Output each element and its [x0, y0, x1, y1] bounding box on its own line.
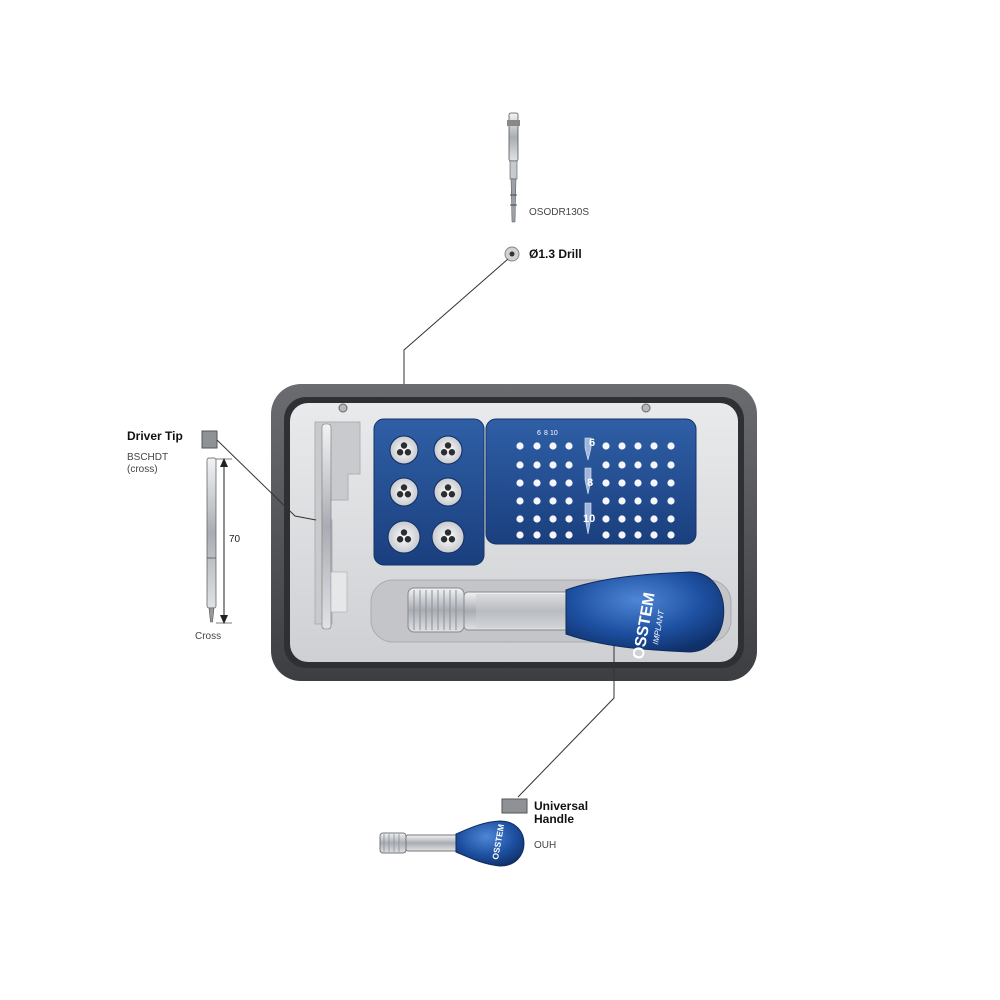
pin-hole-grid — [516, 442, 675, 539]
driver-tip-leader-line — [216, 439, 317, 521]
pin-hole — [650, 479, 658, 487]
pin-hole — [549, 515, 557, 523]
pin-hole — [667, 461, 675, 469]
driver-tip-title: Driver Tip — [127, 429, 183, 443]
pin-hole — [634, 531, 642, 539]
drill-socket — [389, 477, 419, 507]
pin-hole — [634, 497, 642, 505]
pin-hole — [650, 515, 658, 523]
pin-hole — [565, 442, 573, 450]
pin-hole — [667, 515, 675, 523]
column-mark-10: 10 — [550, 430, 558, 437]
pin-hole — [516, 497, 524, 505]
pin-hole — [650, 442, 658, 450]
pin-hole — [565, 461, 573, 469]
column-mark-6: 6 — [537, 430, 541, 437]
pin-hole — [533, 479, 541, 487]
pin-hole — [602, 497, 610, 505]
gauge-label-6: 6 — [589, 437, 595, 449]
tray-handle: OSSTEM IMPLANT — [407, 571, 725, 661]
driver-tip-code: BSCHDT — [127, 452, 169, 463]
universal-handle-icon — [501, 798, 528, 814]
drill-name: Ø1.3 Drill — [529, 247, 582, 261]
drill-hole-grid — [387, 435, 465, 554]
pin-hole — [618, 497, 626, 505]
pin-hole — [634, 461, 642, 469]
drill-illustration — [507, 112, 520, 223]
pin-hole — [618, 515, 626, 523]
pin-hole — [618, 531, 626, 539]
gauge-label-10: 10 — [583, 513, 595, 525]
pin-hole — [602, 515, 610, 523]
driver-tip-icon — [201, 430, 218, 449]
pin-hole — [549, 479, 557, 487]
pin-hole — [516, 442, 524, 450]
pin-hole — [667, 442, 675, 450]
drill-socket — [433, 435, 463, 465]
pin-hole — [634, 515, 642, 523]
pin-hole — [516, 479, 524, 487]
drill-socket — [433, 477, 463, 507]
column-marks: 6 8 10 — [537, 430, 558, 437]
universal-handle-title-1: Universal — [534, 799, 589, 813]
universal-handle-illustration: OSSTEM — [379, 820, 525, 867]
pin-hole — [533, 497, 541, 505]
pin-hole — [602, 479, 610, 487]
pin-hole — [618, 442, 626, 450]
drill-socket — [431, 520, 465, 554]
pin-hole — [533, 461, 541, 469]
pin-hole — [650, 497, 658, 505]
pin-hole — [549, 531, 557, 539]
driver-tip-type: Cross — [195, 631, 222, 642]
universal-handle-code: OUH — [534, 840, 557, 851]
pin-hole — [602, 442, 610, 450]
pin-hole — [667, 531, 675, 539]
pin-hole — [650, 461, 658, 469]
pin-hole — [634, 442, 642, 450]
drill-socket — [389, 435, 419, 465]
gauge-labels: 6 8 10 — [583, 437, 595, 525]
depth-gauges — [584, 437, 592, 535]
length-dimension — [216, 458, 232, 624]
column-mark-8: 8 — [544, 430, 548, 437]
gauge-label-8: 8 — [587, 477, 593, 489]
pin-hole — [516, 515, 524, 523]
pin-hole — [602, 531, 610, 539]
pin-hole — [634, 479, 642, 487]
pin-hole — [565, 497, 573, 505]
drill-code: OSODR130S — [529, 207, 590, 218]
pin-hole — [565, 515, 573, 523]
pin-hole — [549, 497, 557, 505]
driver-tip-length: 70 — [229, 534, 241, 545]
pin-hole — [650, 531, 658, 539]
universal-handle-title-2: Handle — [534, 812, 575, 826]
pin-hole — [667, 479, 675, 487]
pin-hole — [549, 442, 557, 450]
pin-hole — [549, 461, 557, 469]
pin-hole — [565, 479, 573, 487]
pin-hole — [565, 531, 573, 539]
drill-socket — [387, 520, 421, 554]
pin-hole — [533, 515, 541, 523]
handle-leader-line — [517, 646, 615, 798]
pin-hole — [533, 442, 541, 450]
pin-hole — [516, 461, 524, 469]
drill-marker-icon — [504, 246, 520, 262]
pin-hole — [618, 479, 626, 487]
pin-hole — [667, 497, 675, 505]
pin-hole — [533, 531, 541, 539]
pin-hole — [618, 461, 626, 469]
driver-tip-variant: (cross) — [127, 464, 158, 475]
pin-hole — [602, 461, 610, 469]
pin-hole — [516, 531, 524, 539]
driver-tip-illustration — [206, 457, 217, 623]
